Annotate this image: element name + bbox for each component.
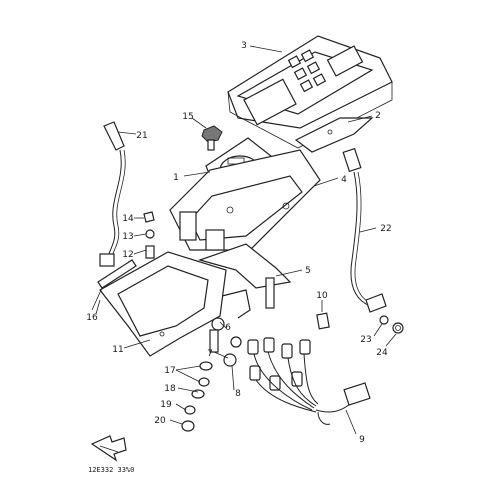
callout-5: 5 xyxy=(305,266,311,276)
part-hardware-17-20 xyxy=(181,361,213,432)
part-speedo-cable xyxy=(99,121,126,267)
part-socket-10 xyxy=(316,312,330,330)
callout-14: 14 xyxy=(122,214,134,224)
part-tacho-cable xyxy=(342,147,387,313)
part-hardware-6-8 xyxy=(209,317,242,367)
part-screw-15 xyxy=(201,125,223,151)
callout-9: 9 xyxy=(359,435,365,445)
leader-lines xyxy=(95,45,397,435)
callout-2: 2 xyxy=(375,111,381,121)
callout-4: 4 xyxy=(341,175,347,185)
callout-labels: 1 2 3 4 5 6 7 8 9 10 11 12 13 14 15 16 1… xyxy=(86,41,391,445)
callout-6: 6 xyxy=(225,323,231,333)
callout-19: 19 xyxy=(160,400,172,410)
callout-17: 17 xyxy=(164,366,175,376)
callout-10: 10 xyxy=(316,291,328,301)
callout-7: 7 xyxy=(207,349,213,359)
callout-22: 22 xyxy=(380,224,391,234)
callout-8: 8 xyxy=(235,389,241,399)
callout-13: 13 xyxy=(122,232,133,242)
callout-16: 16 xyxy=(86,313,98,323)
drawing-code: 12E332 33%0 xyxy=(88,466,134,474)
part-meter-case xyxy=(169,149,321,251)
part-meter-housing xyxy=(227,35,393,149)
callout-12: 12 xyxy=(122,250,133,260)
part-strip xyxy=(91,259,137,311)
part-wire-harness xyxy=(247,337,371,425)
part-grommet-23-24 xyxy=(379,315,404,334)
callout-11: 11 xyxy=(112,345,123,355)
callout-20: 20 xyxy=(154,416,166,426)
part-hardware-12-14 xyxy=(143,211,155,259)
callout-21: 21 xyxy=(136,131,147,141)
callout-1: 1 xyxy=(173,173,179,183)
part-bracket xyxy=(294,117,374,153)
callout-23: 23 xyxy=(360,335,371,345)
callout-24: 24 xyxy=(376,348,388,358)
callout-18: 18 xyxy=(164,384,176,394)
part-stay xyxy=(197,243,292,319)
front-arrow-icon xyxy=(90,435,127,462)
callout-15: 15 xyxy=(182,112,193,122)
callout-3: 3 xyxy=(241,41,247,51)
part-lower-cover xyxy=(99,251,227,357)
